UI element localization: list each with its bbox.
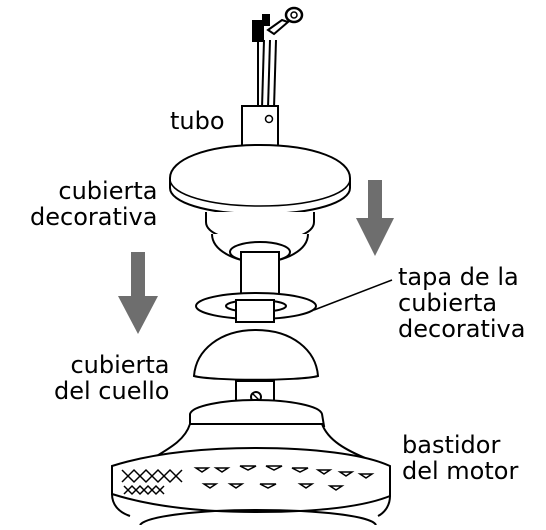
label-canopy-cap: tapa de la cubierta decorativa (398, 264, 525, 342)
motor-housing (111, 398, 391, 526)
label-canopy-line-1: cubierta (58, 177, 158, 205)
label-tubo: tubo (170, 107, 225, 135)
label-canopy-cap-line-1: tapa de la (398, 263, 519, 291)
arrow-canopy-down (356, 180, 394, 256)
label-collar-cover: cubierta del cuello (54, 352, 170, 404)
label-canopy: cubierta decorativa (30, 178, 157, 230)
wire-connector (252, 6, 304, 42)
label-motor-housing: bastidor del motor (402, 432, 518, 484)
canopy (169, 143, 351, 264)
label-motor-housing-line-2: del motor (402, 457, 519, 485)
cap-leader-line (313, 279, 393, 311)
canopy-cap-ring (195, 292, 317, 323)
wires (257, 39, 277, 109)
label-canopy-cap-line-3: decorativa (398, 315, 526, 343)
arrow-collar-down (118, 252, 158, 334)
housing-pattern (121, 465, 375, 496)
label-canopy-cap-line-2: cubierta (398, 289, 498, 317)
downrod (241, 105, 279, 149)
label-collar-cover-line-1: cubierta (70, 351, 170, 379)
label-canopy-line-2: decorativa (30, 203, 158, 231)
label-collar-cover-line-2: del cuello (54, 377, 170, 405)
collar-cover (192, 328, 320, 381)
label-motor-housing-line-1: bastidor (402, 431, 501, 459)
